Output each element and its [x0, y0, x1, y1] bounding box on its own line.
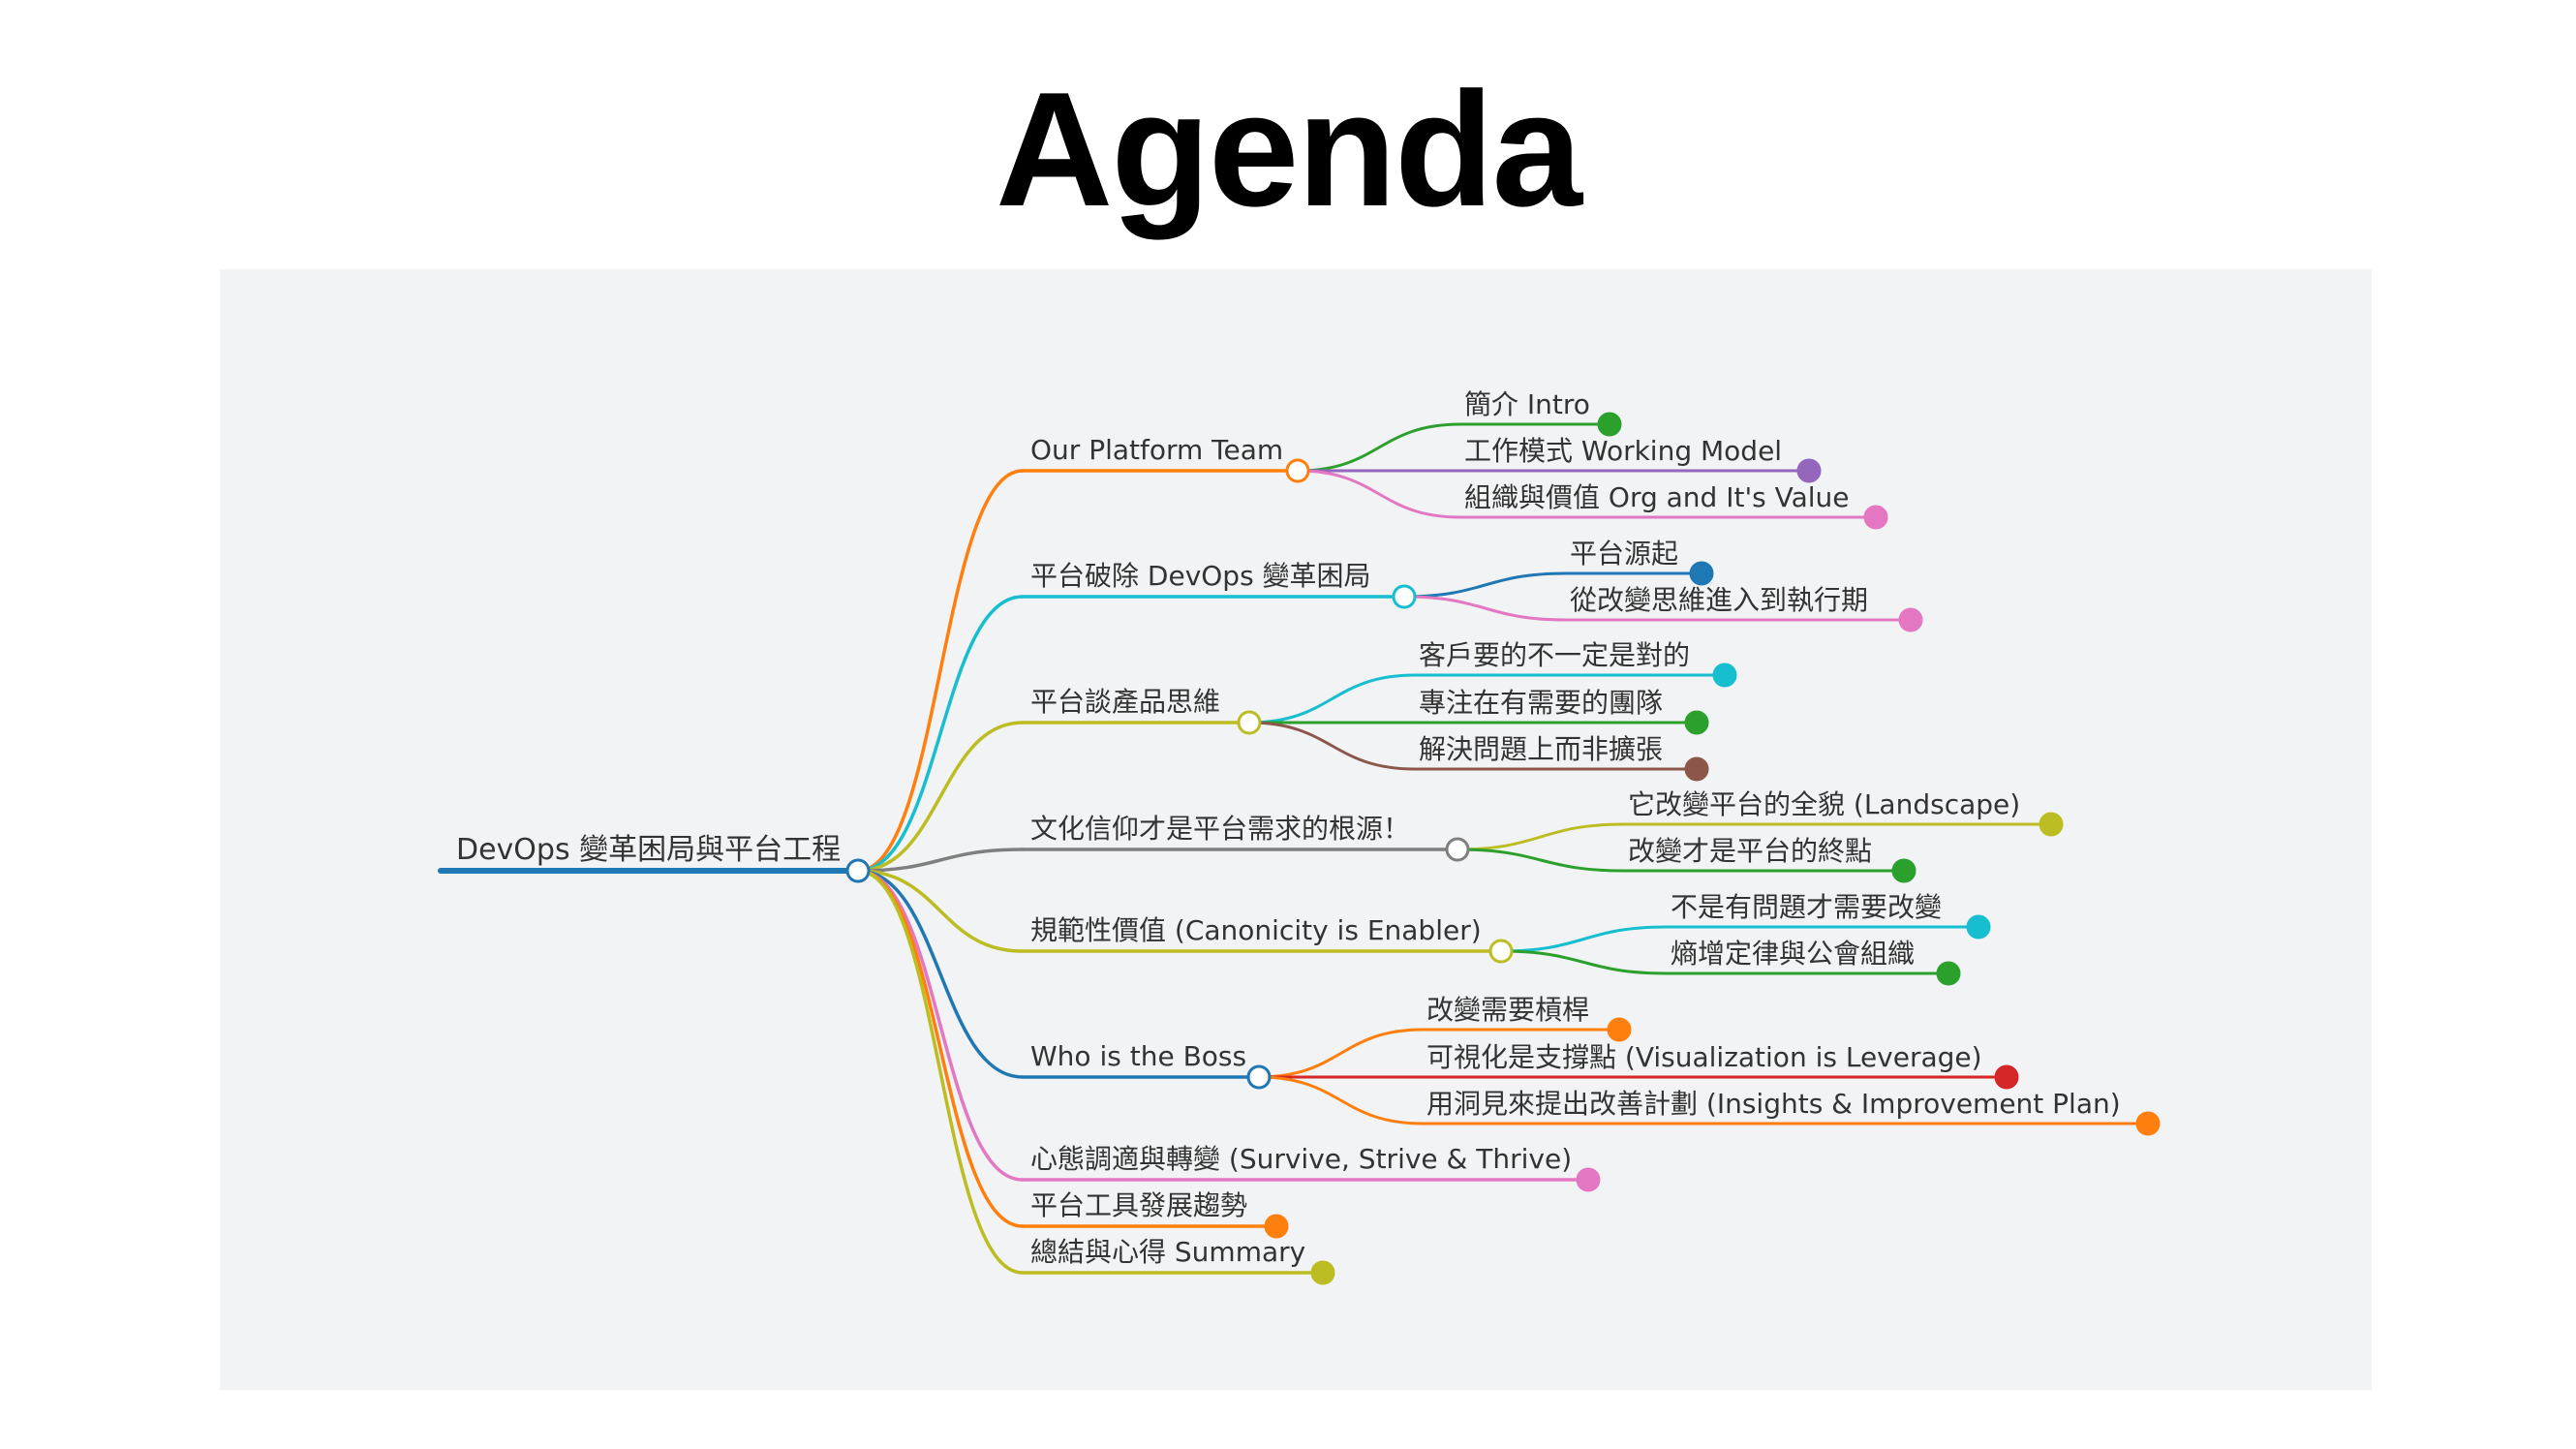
child-label: 用洞見來提出改善計劃 (Insights & Improvement Plan): [1426, 1088, 2121, 1120]
child-connector: [1296, 469, 1462, 519]
branch-label: 總結與心得 Summary: [1030, 1236, 1305, 1268]
branch-label: 平台工具發展趨勢: [1030, 1189, 1247, 1221]
branch-label: Our Platform Team: [1030, 434, 1283, 466]
child-label: 熵增定律與公會組織: [1671, 938, 1915, 970]
child-connector: [1456, 822, 1626, 851]
mindmap-panel: [220, 269, 2372, 1390]
branch-connector: [856, 469, 1025, 873]
branch-connector: [856, 848, 1025, 873]
leaf-node: [2039, 812, 2064, 837]
child-label: 改變需要槓桿: [1426, 994, 1589, 1026]
branch-label: 平台破除 DevOps 變革困局: [1030, 560, 1371, 592]
leaf-node: [1712, 663, 1737, 688]
child-label: 專注在有需要的團隊: [1419, 687, 1663, 719]
leaf-node: [1684, 756, 1709, 782]
child-label: 解決問題上而非擴張: [1419, 733, 1663, 765]
branch-connector: [856, 869, 1025, 1228]
root-label: DevOps 變革困局與平台工程: [456, 833, 841, 867]
leaf-node: [1891, 858, 1917, 883]
child-connector: [1257, 1028, 1425, 1079]
child-label: 工作模式 Working Model: [1464, 435, 1782, 467]
branch-node: [1246, 1064, 1272, 1090]
child-label: 平台源起: [1570, 538, 1678, 570]
branch-connector: [856, 869, 1025, 953]
leaf-node: [1994, 1064, 2019, 1090]
child-label: 客戶要的不一定是對的: [1419, 639, 1690, 671]
leaf-node: [1966, 914, 1991, 940]
branch-connector: [856, 869, 1025, 1079]
root-node: [845, 858, 871, 883]
leaf-node: [1576, 1167, 1601, 1192]
leaf-node: [1684, 710, 1709, 735]
leaf-node: [1597, 412, 1622, 437]
slide-title: Agenda: [995, 58, 1582, 240]
leaf-node: [1796, 458, 1822, 483]
branch-label: 平台談產品思維: [1030, 686, 1220, 718]
branch-node: [1392, 584, 1417, 609]
leaf-node: [1607, 1017, 1632, 1042]
leaf-node: [1264, 1214, 1289, 1239]
branch-connector: [856, 869, 1025, 1275]
branch-label: 規範性價值 (Canonicity is Enabler): [1030, 914, 1482, 946]
child-label: 改變才是平台的終點: [1628, 835, 1872, 867]
branch-node: [1237, 710, 1262, 735]
child-connector: [1402, 571, 1568, 599]
child-connector: [1257, 1075, 1425, 1125]
child-label: 它改變平台的全貌 (Landscape): [1628, 788, 2020, 820]
branch-node: [1285, 458, 1310, 483]
branch-label: 心態調適與轉變 (Survive, Strive & Thrive): [1030, 1143, 1572, 1175]
branch-label: Who is the Boss: [1030, 1040, 1246, 1072]
child-connector: [1247, 721, 1417, 771]
leaf-node: [2135, 1111, 2161, 1136]
branch-connector: [856, 595, 1025, 873]
child-label: 不是有問題才需要改變: [1671, 891, 1942, 923]
branch-node: [1445, 837, 1470, 862]
child-label: 簡介 Intro: [1464, 388, 1590, 420]
child-label: 可視化是支撐點 (Visualization is Leverage): [1426, 1041, 1982, 1073]
child-connector: [1499, 949, 1669, 975]
leaf-node: [1689, 561, 1714, 586]
child-label: 組織與價值 Org and It's Value: [1464, 481, 1850, 513]
child-connector: [1499, 925, 1669, 953]
child-connector: [1456, 848, 1626, 873]
child-connector: [1296, 422, 1462, 473]
child-connector: [1402, 595, 1568, 622]
branch-connector: [856, 721, 1025, 873]
branch-node: [1488, 939, 1514, 964]
child-label: 從改變思維進入到執行期: [1570, 584, 1868, 616]
leaf-node: [1936, 961, 1961, 986]
leaf-node: [1863, 505, 1888, 530]
child-connector: [1247, 673, 1417, 724]
branch-label: 文化信仰才是平台需求的根源！: [1030, 813, 1410, 845]
leaf-node: [1898, 607, 1923, 632]
leaf-node: [1310, 1260, 1335, 1285]
branch-connector: [856, 869, 1025, 1182]
